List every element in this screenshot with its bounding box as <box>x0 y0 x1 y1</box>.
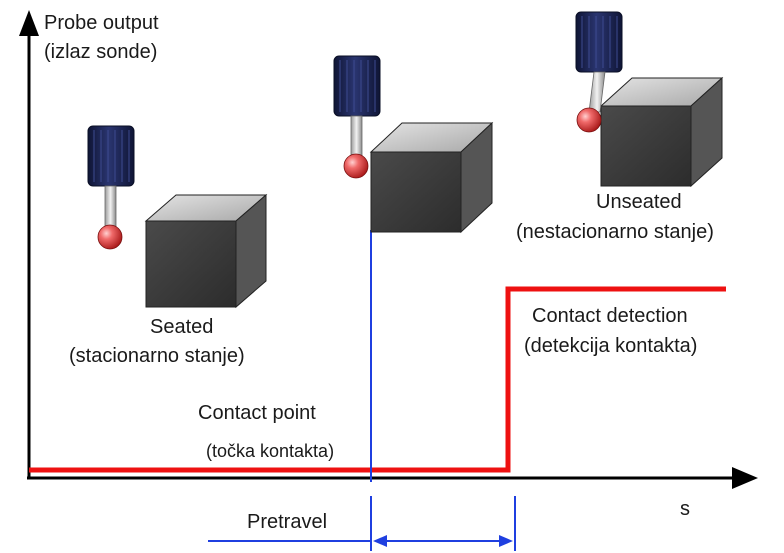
workpiece-block-icon <box>144 193 268 309</box>
unseated-sublabel: (nestacionarno stanje) <box>516 221 714 243</box>
pretravel-dimension <box>208 496 516 551</box>
y-axis <box>19 10 39 478</box>
unseated-label: Unseated <box>596 191 682 213</box>
y-axis-arrowhead <box>19 10 39 36</box>
contact-point-sublabel: (točka kontakta) <box>206 441 334 461</box>
pretravel-label: Pretravel <box>247 511 327 533</box>
workpiece-block-icon <box>369 121 494 234</box>
probe-icon <box>575 11 623 133</box>
probe-icon <box>87 125 135 250</box>
contact-point-label: Contact point <box>198 402 316 424</box>
x-axis-arrowhead <box>732 467 758 489</box>
seated-sublabel: (stacionarno stanje) <box>69 345 245 367</box>
y-axis-label-line2: (izlaz sonde) <box>44 41 157 63</box>
contact-detection-sublabel: (detekcija kontakta) <box>524 335 697 357</box>
contact-detection-label: Contact detection <box>532 305 688 327</box>
y-axis-label-line1: Probe output <box>44 12 159 34</box>
seated-label: Seated <box>150 316 213 338</box>
pretravel-arrow-right <box>499 535 513 547</box>
x-axis <box>27 467 758 489</box>
probe-signal-line <box>29 286 726 473</box>
probe-icon <box>333 55 381 179</box>
x-axis-label: s <box>680 498 690 520</box>
pretravel-arrow-left <box>373 535 387 547</box>
workpiece-block-icon <box>599 76 724 188</box>
